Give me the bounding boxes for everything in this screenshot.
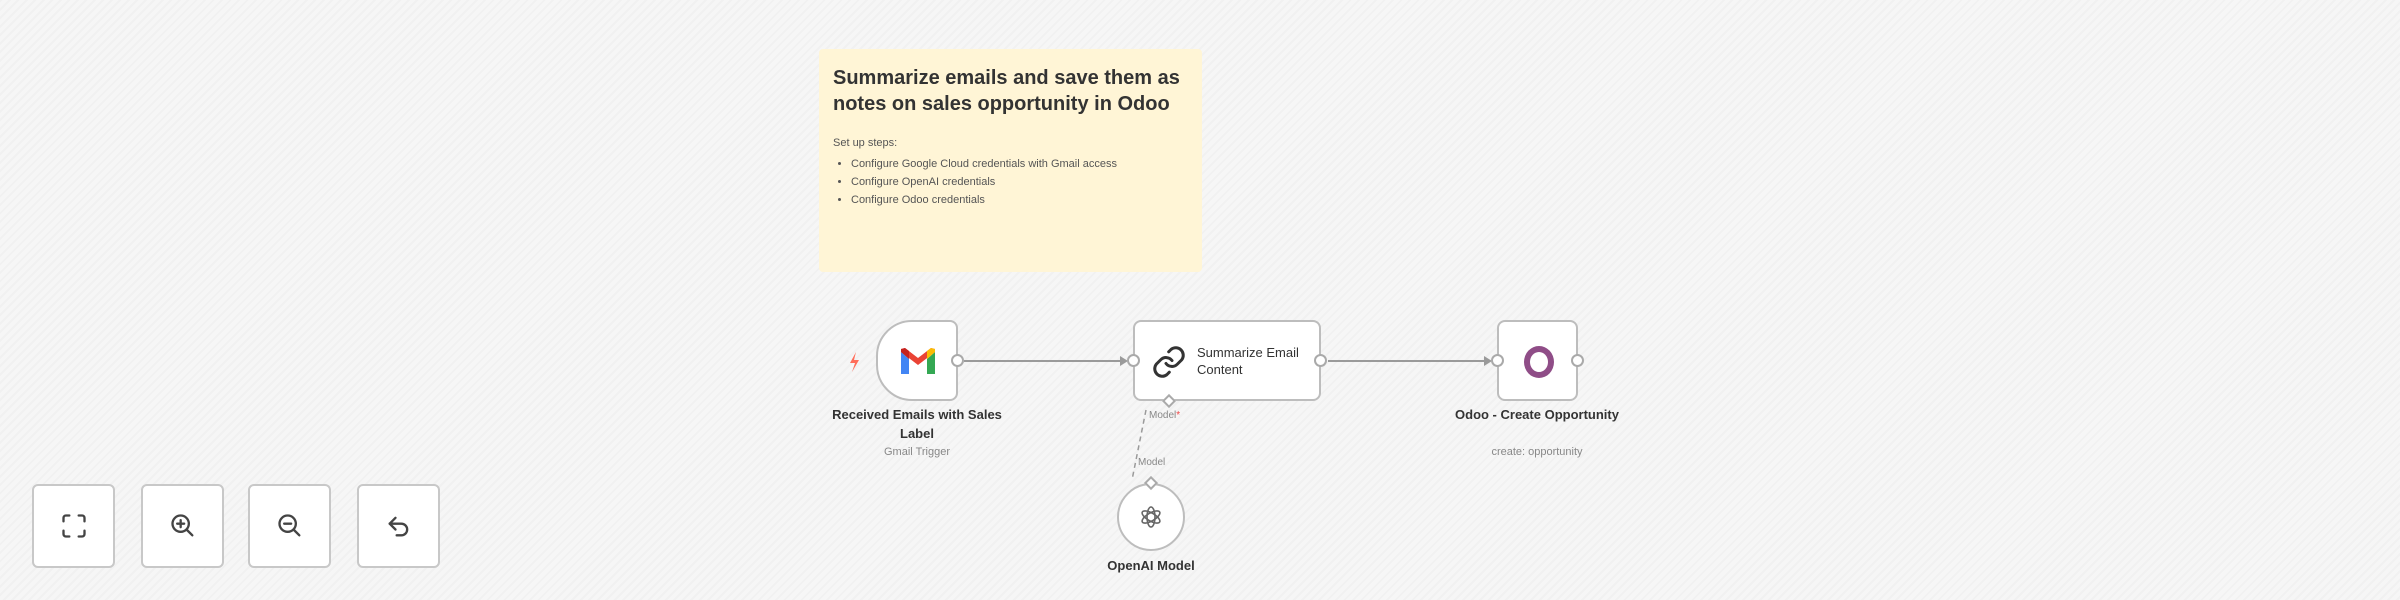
- input-handle[interactable]: [1491, 354, 1504, 367]
- setup-step: Configure Odoo credentials: [851, 191, 1188, 209]
- odoo-icon: [1524, 346, 1554, 378]
- undo-button[interactable]: [357, 484, 440, 568]
- chain-link-icon: [1153, 346, 1185, 378]
- setup-step: Configure Google Cloud credentials with …: [851, 155, 1188, 173]
- node-gmail-trigger[interactable]: [876, 320, 964, 401]
- zoom-out-button[interactable]: [248, 484, 331, 568]
- trigger-bolt-icon: [850, 352, 859, 372]
- model-output-label: Model: [1138, 457, 1166, 468]
- zoom-in-icon: [170, 514, 193, 537]
- model-input-label: Model*: [1149, 410, 1181, 421]
- arrow-head: [1484, 356, 1492, 366]
- setup-step: Configure OpenAI credentials: [851, 173, 1188, 191]
- undo-icon: [388, 516, 408, 537]
- setup-steps: Configure Google Cloud credentials with …: [833, 155, 1188, 209]
- zoom-out-icon: [277, 514, 300, 537]
- connection-model[interactable]: [1131, 409, 1147, 481]
- node-title: Summarize Email Content: [1197, 345, 1299, 377]
- fit-view-button[interactable]: [32, 484, 115, 568]
- sticky-note[interactable]: Summarize emails and save them as notes …: [819, 49, 1202, 272]
- node-odoo-create-opportunity[interactable]: [1491, 320, 1584, 401]
- openai-icon: [1141, 506, 1161, 528]
- node-title: Received Emails with Sales Label: [832, 407, 1002, 441]
- node-subtitle: Gmail Trigger: [883, 446, 951, 458]
- arrow-head: [1120, 356, 1128, 366]
- node-summarize-email[interactable]: Summarize Email Content: [1127, 320, 1327, 409]
- gmail-icon: [901, 348, 935, 374]
- fit-view-icon: [61, 514, 86, 538]
- sticky-subtitle: Set up steps:: [833, 137, 898, 149]
- node-openai-model[interactable]: [1117, 475, 1185, 551]
- input-handle[interactable]: [1127, 354, 1140, 367]
- zoom-in-button[interactable]: [141, 484, 224, 568]
- output-handle[interactable]: [1314, 354, 1327, 367]
- node-title: Odoo - Create Opportunity: [1455, 407, 1619, 422]
- sticky-title: Summarize emails and save them as notes …: [833, 67, 1180, 115]
- node-subtitle: create: opportunity: [1491, 446, 1583, 458]
- output-handle[interactable]: [1571, 354, 1584, 367]
- output-handle[interactable]: [951, 354, 964, 367]
- node-title: OpenAI Model: [1107, 558, 1195, 573]
